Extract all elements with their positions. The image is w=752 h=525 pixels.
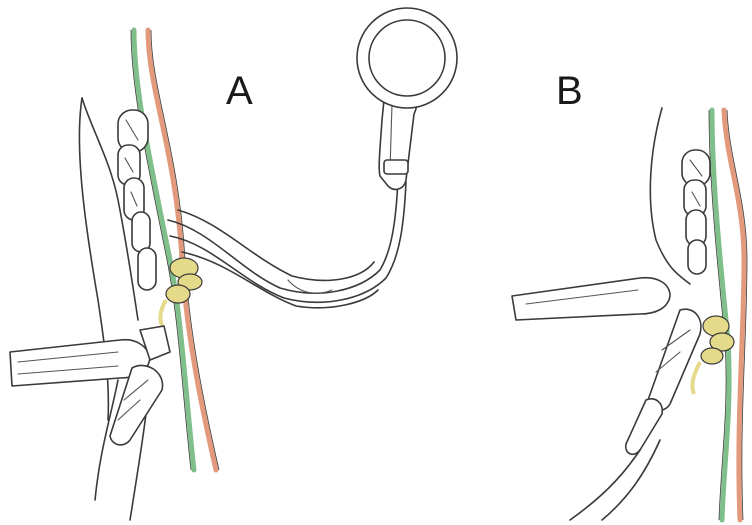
panel-b: B [512,69,747,520]
panel-label-a: A [226,69,253,113]
panel-label-b: B [556,69,583,113]
anchor-ring-a [357,8,457,108]
panel-a: A [10,8,457,520]
belay-device-b [626,309,701,454]
climber-arm-b [512,278,670,320]
rope-green-b [712,110,729,520]
carabiner-chain-b [682,150,710,274]
carabiner-chain-a [118,110,156,290]
sling-runner-a [168,180,406,308]
